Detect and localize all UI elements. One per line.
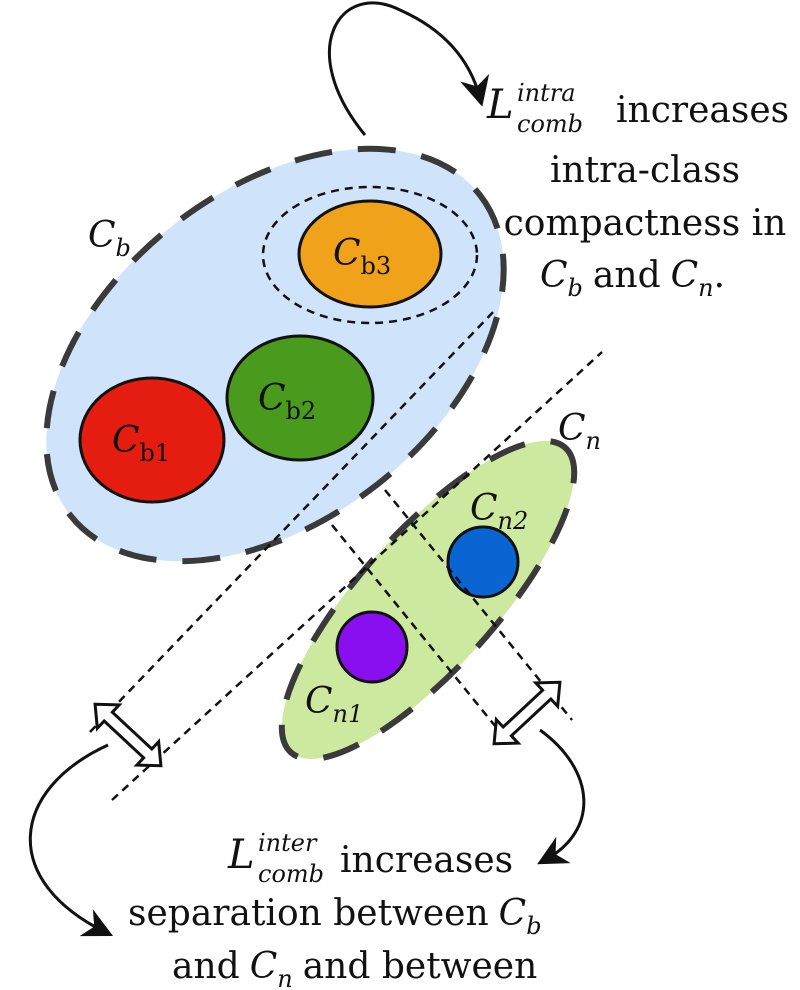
cn2-ellipse [446, 525, 520, 599]
inter-line1-rest: increases [340, 840, 513, 881]
label-cb1: Cb1 [112, 420, 170, 467]
inter-loss-symbol: L [227, 832, 255, 878]
intra-loss-symbol: L [486, 82, 514, 128]
inter-loss-superscript: inter [258, 829, 318, 857]
cluster-cn-ellipse [278, 438, 578, 762]
curved-arrow-intra-icon [327, 1, 490, 136]
subseparation-line-left [331, 524, 501, 733]
intra-line1-rest: increases [616, 90, 789, 131]
inter-annotation: L inter comb increases separation betwee… [128, 829, 542, 990]
label-cb: Cb [88, 215, 131, 262]
double-arrow-left-icon [93, 702, 163, 768]
cb2-ellipse [225, 334, 375, 462]
subseparation-line-right [384, 489, 573, 721]
intra-loss-superscript: intra [517, 79, 576, 107]
cb3-dashed-ring [261, 185, 479, 325]
label-cb3: Cb3 [333, 233, 391, 280]
curved-arrow-left-icon [28, 743, 114, 937]
curved-arrow-right-icon [537, 728, 586, 865]
cluster-cn [278, 438, 578, 762]
intra-line2: intra-class [550, 150, 740, 191]
cb3-ellipse [297, 199, 443, 309]
label-cn1: Cn1 [305, 681, 363, 728]
cb1-ellipse [78, 376, 226, 504]
double-arrow-right-icon [492, 680, 562, 746]
intra-line3: compactness in [504, 203, 787, 244]
label-cb2: Cb2 [258, 378, 316, 425]
cn1-ellipse [335, 610, 409, 684]
separation-line-lower [111, 351, 603, 801]
intra-annotation: L intra comb increases intra-class compa… [486, 79, 789, 302]
label-cn: Cn [558, 408, 601, 455]
intra-loss-subscript: comb [517, 110, 583, 138]
inter-loss-subscript: comb [258, 860, 324, 888]
label-cn2: Cn2 [470, 488, 528, 535]
